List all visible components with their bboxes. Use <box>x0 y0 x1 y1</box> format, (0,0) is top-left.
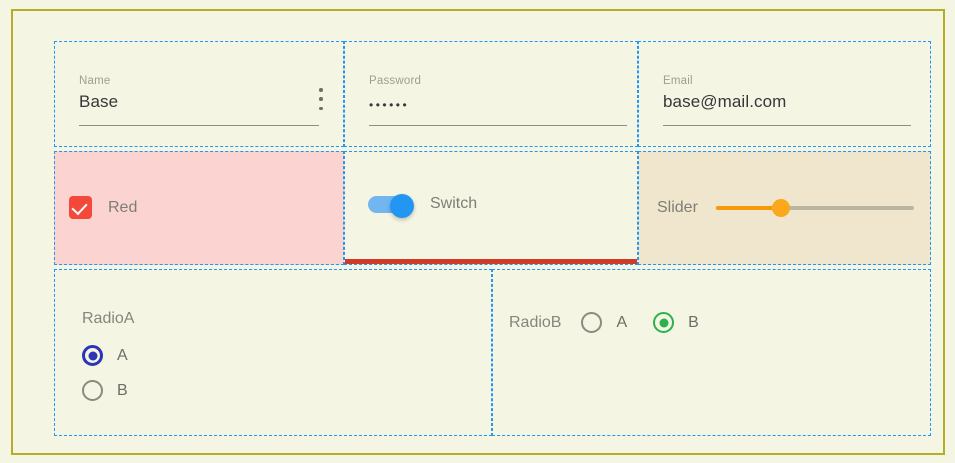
radio-option-label: B <box>117 381 128 399</box>
kebab-menu-icon[interactable] <box>314 88 328 110</box>
slider-filled-track <box>715 206 782 210</box>
slider-control[interactable]: Slider <box>657 199 914 217</box>
password-field-value: •••••• <box>369 98 410 112</box>
slider-track[interactable] <box>715 199 914 217</box>
radio-option-label: B <box>688 313 699 331</box>
cell-password-field: Password •••••• <box>344 41 638 147</box>
radio-option-a-b[interactable]: B <box>82 380 128 401</box>
email-field-value: base@mail.com <box>663 92 787 111</box>
name-field-label: Name <box>79 75 111 87</box>
password-field-label: Password <box>369 75 422 87</box>
cell-slider: Slider <box>638 151 931 265</box>
name-field-value: Base <box>79 92 119 111</box>
radio-unselected-icon[interactable] <box>82 380 103 401</box>
radio-selected-icon[interactable] <box>653 312 675 333</box>
password-field-underline <box>369 125 627 126</box>
app-frame: Name Base Password •••••• Email base@mai… <box>11 9 945 455</box>
cell-checkbox: Red <box>54 151 344 265</box>
password-field[interactable]: Password •••••• <box>345 42 637 146</box>
email-field-label: Email <box>663 75 693 87</box>
cell-name-field: Name Base <box>54 41 344 147</box>
radio-group-b-title: RadioB <box>509 313 562 331</box>
switch-label: Switch <box>430 195 478 212</box>
switch-on-icon[interactable] <box>368 194 414 218</box>
slider-thumb[interactable] <box>772 199 791 217</box>
cell-email-field: Email base@mail.com <box>638 41 931 147</box>
slider-label: Slider <box>657 199 698 216</box>
radio-option-a-a[interactable]: A <box>82 345 128 366</box>
radio-group-b: RadioB A B <box>509 312 699 333</box>
checkbox-checked-icon[interactable] <box>69 196 92 219</box>
checkbox-red[interactable]: Red <box>69 196 137 219</box>
form-grid: Name Base Password •••••• Email base@mai… <box>43 37 931 437</box>
email-field-underline <box>663 125 911 126</box>
radio-option-label: A <box>117 346 128 364</box>
cell-radio-group-a: RadioA A B <box>54 269 492 436</box>
name-field[interactable]: Name Base <box>55 42 343 146</box>
radio-option-label: A <box>616 313 628 331</box>
checkbox-label: Red <box>108 198 138 216</box>
cell-switch: Switch <box>344 151 638 265</box>
switch-cell-error-bar <box>345 259 637 264</box>
name-field-underline <box>79 125 319 126</box>
email-field[interactable]: Email base@mail.com <box>639 42 930 146</box>
radio-selected-icon[interactable] <box>82 345 103 366</box>
radio-group-a-title: RadioA <box>82 310 135 327</box>
switch-toggle[interactable]: Switch <box>368 194 478 218</box>
radio-unselected-icon[interactable] <box>581 312 603 333</box>
cell-radio-group-b: RadioB A B <box>492 269 931 436</box>
